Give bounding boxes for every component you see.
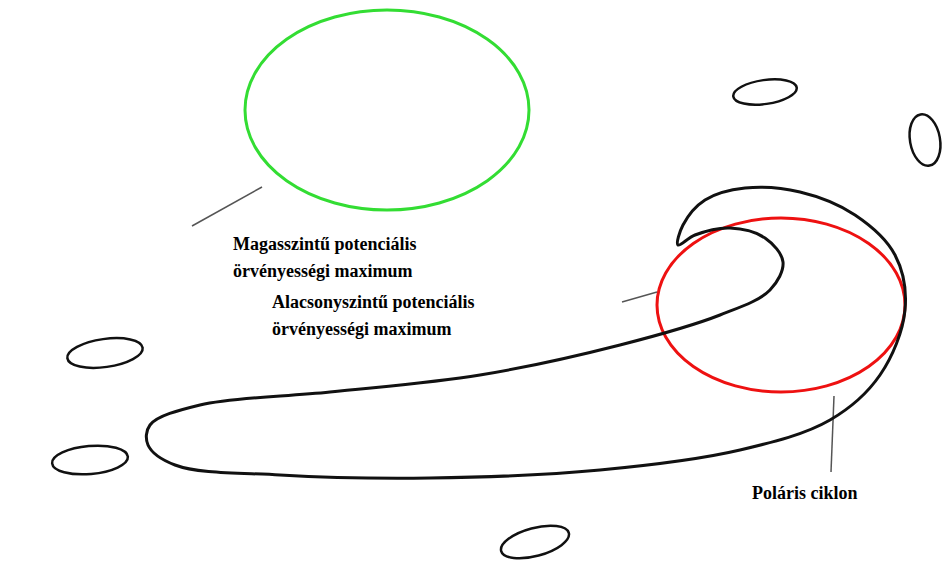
polar-cyclone-outline xyxy=(146,187,905,478)
callout-label: Magasszintű potenciális örvényességi max… xyxy=(233,231,493,285)
callout-label: Alacsonyszintű potenciális örvényességi … xyxy=(272,289,572,343)
upper-pv-circle xyxy=(245,10,529,210)
lower-pv-circle xyxy=(657,218,905,392)
small-clouds xyxy=(51,76,944,565)
callout-label: Poláris ciklon xyxy=(752,480,858,507)
